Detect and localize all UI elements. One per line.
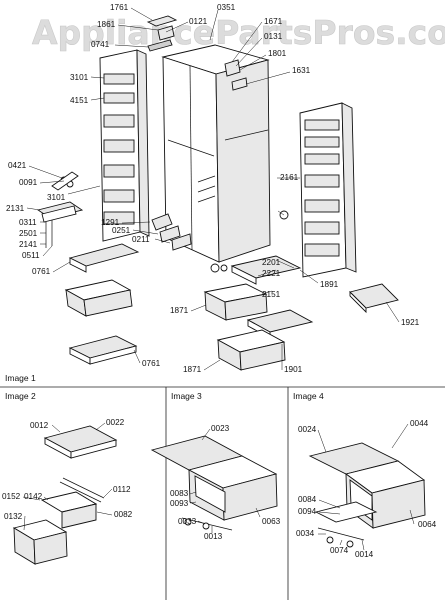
callout-label: 0094 [298, 507, 317, 516]
leader-lines [22, 7, 415, 551]
callout-label: 0024 [298, 425, 317, 434]
callout-label: 0311 [19, 218, 37, 227]
callout-label: 0093 [170, 499, 189, 508]
freezer-door [99, 49, 150, 242]
callout-label: 1861 [97, 20, 116, 29]
callout-label: 1901 [284, 365, 303, 374]
callout-label: 0082 [114, 510, 133, 519]
panel-title-image2: Image 2 [5, 391, 36, 401]
callout-label: 0091 [19, 178, 38, 187]
callout-label: 0511 [22, 251, 40, 260]
callout-label: 2151 [262, 290, 281, 299]
callout-label: 2221 [262, 269, 281, 278]
callout-label: 0014 [355, 550, 374, 559]
callout-label: 1801 [268, 49, 287, 58]
image4-assembly [308, 442, 426, 548]
callout-label: 0034 [296, 529, 315, 538]
callout-label: 1291 [101, 218, 120, 227]
callout-label: 2501 [19, 229, 38, 238]
callout-label: 1921 [401, 318, 420, 327]
callout-label: 0064 [418, 520, 437, 529]
callout-label: 2161 [280, 173, 299, 182]
callout-label: 2141 [19, 240, 38, 249]
panel-title-image3: Image 3 [171, 391, 202, 401]
callout-label: 0211 [132, 235, 150, 244]
freezer-shelf-parts [36, 171, 140, 273]
callout-label: 0044 [410, 419, 429, 428]
panel-dividers [0, 386, 445, 600]
callout-label: 0421 [8, 161, 27, 170]
callout-label: 3101 [47, 193, 66, 202]
callout-label: 0132 [4, 512, 23, 521]
callout-label: 2201 [262, 258, 281, 267]
callout-label: 1761 [110, 3, 129, 12]
callout-label: 1631 [292, 66, 311, 75]
callout-label: 0251 [112, 226, 131, 235]
image2-assembly [12, 425, 118, 565]
callout-label: 0142 [24, 492, 43, 501]
callout-label: 1871 [183, 365, 202, 374]
callout-label: 0351 [217, 3, 236, 12]
callout-label: 0121 [189, 17, 208, 26]
callout-label: 0761 [142, 359, 161, 368]
callout-label: 0131 [264, 32, 283, 41]
callout-label: 0074 [330, 546, 349, 555]
callout-label: 2131 [6, 204, 25, 213]
callout-label: 0013 [204, 532, 223, 541]
callout-label: 0084 [298, 495, 317, 504]
callout-label: 1891 [320, 280, 339, 289]
cabinet-assembly [146, 15, 271, 273]
freezer-baskets [64, 279, 138, 365]
callout-label: 3101 [70, 73, 89, 82]
callout-label: 0022 [106, 418, 125, 427]
image3-assembly [150, 435, 278, 531]
panel-title-image1: Image 1 [5, 373, 36, 383]
callout-label: 0741 [91, 40, 110, 49]
callout-label: 1671 [264, 17, 283, 26]
fresh-food-shelves [203, 255, 399, 371]
watermark-text: AppliancePartsPros.com [32, 13, 445, 52]
callout-labels: 1761 1861 0741 0121 0351 1671 0131 1801 … [2, 3, 437, 559]
callout-label: 0083 [170, 489, 189, 498]
panel-title-image4: Image 4 [293, 391, 324, 401]
callout-label: 0112 [113, 485, 131, 494]
callout-label: 0023 [211, 424, 230, 433]
callout-label: 4151 [70, 96, 89, 105]
fresh-food-door [279, 102, 357, 278]
callout-label: 0063 [262, 517, 281, 526]
callout-label: 1871 [170, 306, 189, 315]
callout-label: 0761 [32, 267, 51, 276]
callout-label: 0033 [178, 517, 197, 526]
callout-label: 0152 [2, 492, 21, 501]
callout-label: 0012 [30, 421, 49, 430]
